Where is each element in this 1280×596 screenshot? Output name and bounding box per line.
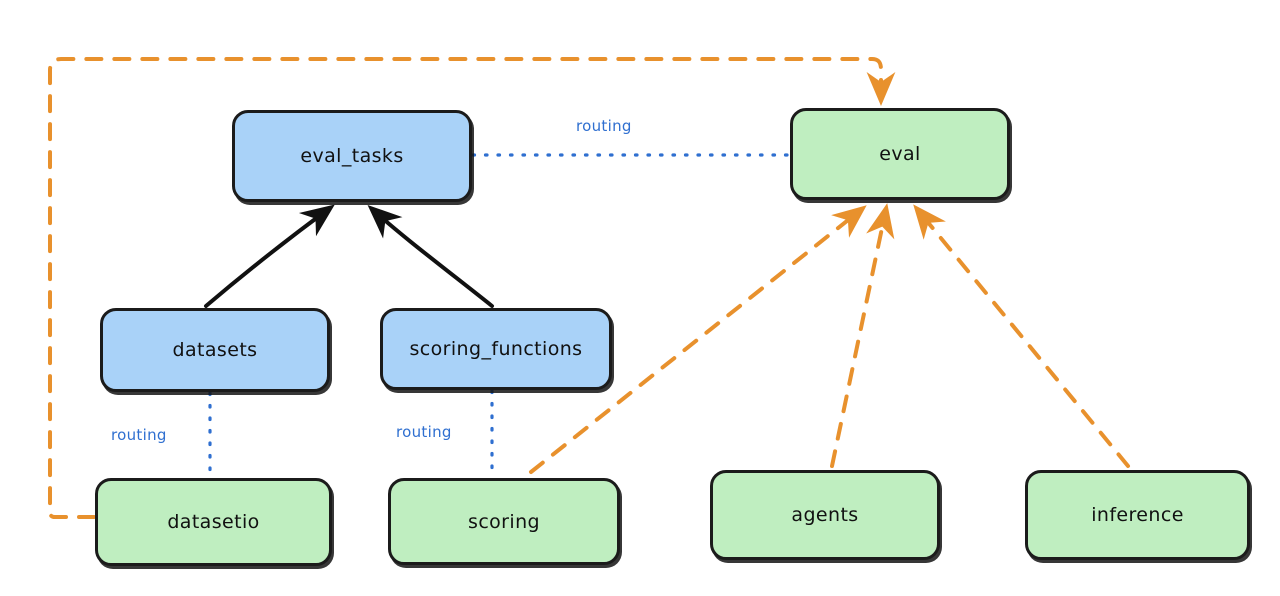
node-label: eval [879, 143, 921, 165]
node-eval[interactable]: eval [790, 108, 1010, 200]
node-label: datasetio [167, 511, 260, 533]
node-scoring-functions[interactable]: scoring_functions [380, 308, 612, 390]
node-label: eval_tasks [300, 145, 404, 167]
edge-label-routing-scoring: routing [396, 423, 452, 441]
edge-datasetio-to-eval-dependency [48, 57, 896, 519]
node-scoring[interactable]: scoring [388, 478, 620, 565]
edge-inference-to-eval-dependency [913, 204, 1130, 468]
node-label: scoring [468, 510, 540, 533]
node-label: datasets [172, 339, 258, 361]
node-datasets[interactable]: datasets [100, 308, 330, 392]
edge-label-routing-eval: routing [576, 117, 632, 135]
node-datasetio[interactable]: datasetio [95, 478, 332, 566]
node-inference[interactable]: inference [1025, 470, 1250, 560]
node-label: agents [791, 504, 859, 526]
node-eval-tasks[interactable]: eval_tasks [232, 110, 472, 202]
node-agents[interactable]: agents [710, 470, 940, 560]
edge-agents-to-eval-dependency [830, 203, 895, 468]
edge-datasets-to-eval-tasks [204, 204, 335, 308]
node-label: inference [1091, 504, 1184, 526]
edge-label-routing-datasetio: routing [111, 426, 167, 444]
edge-scoring-functions-to-eval-tasks [367, 204, 494, 308]
node-label: scoring_functions [409, 338, 583, 360]
edge-scoring-to-eval-dependency [529, 205, 867, 474]
